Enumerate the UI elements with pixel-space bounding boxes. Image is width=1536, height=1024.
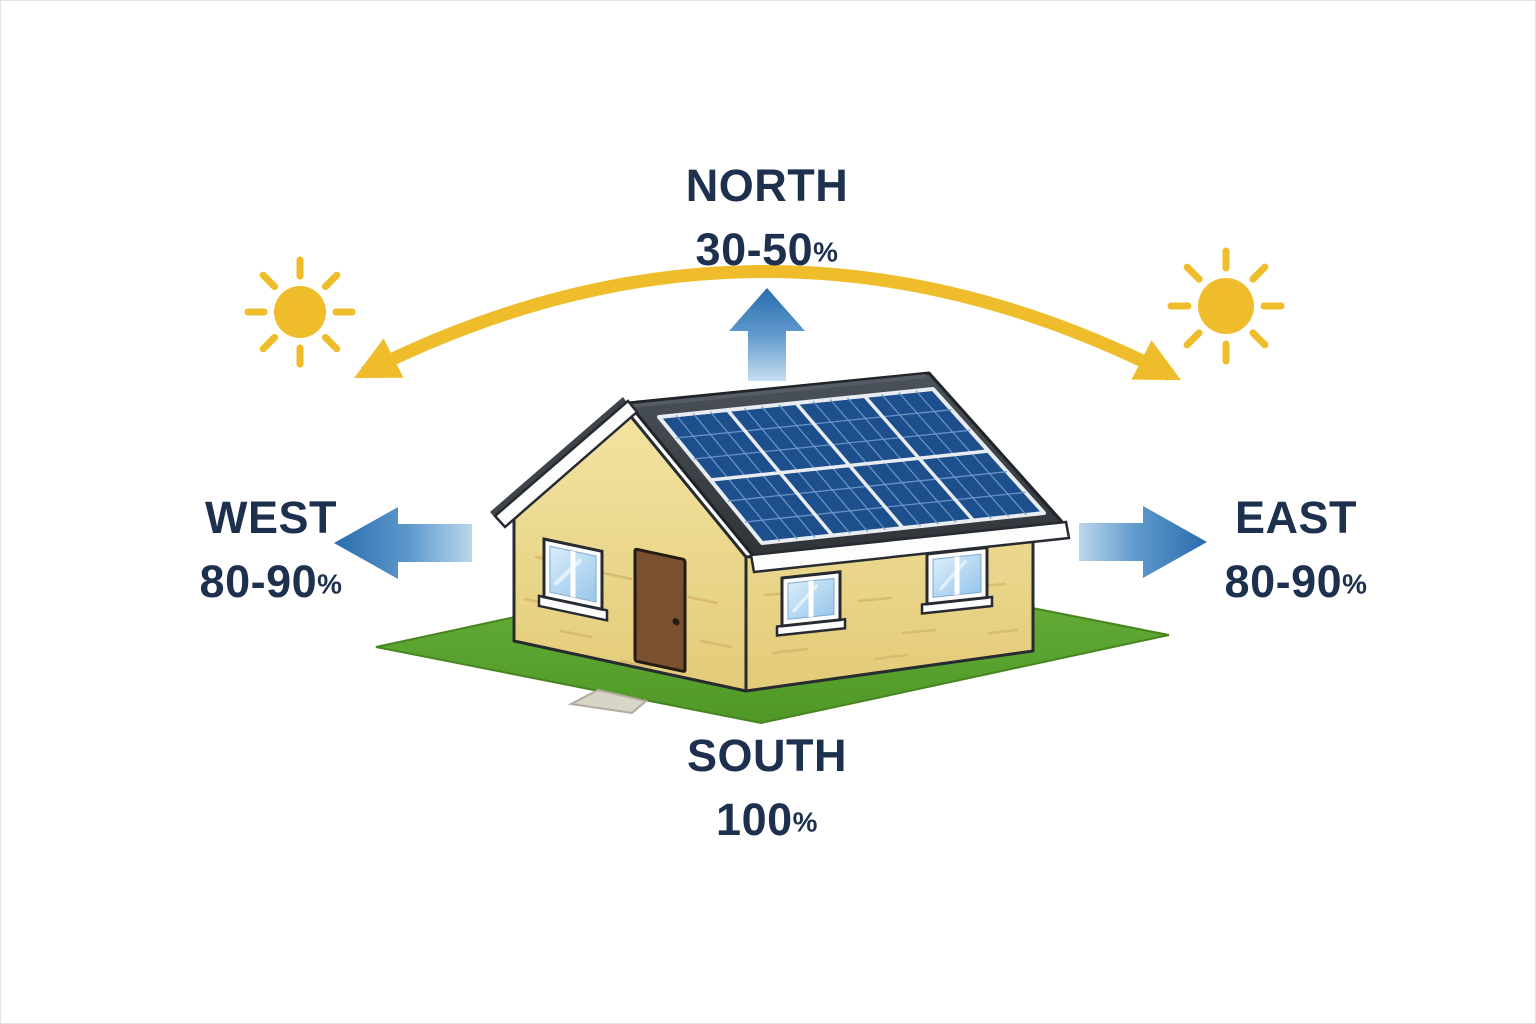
west-value-unit: % xyxy=(317,568,343,600)
brick-texture xyxy=(523,555,1019,669)
east-label-group: EAST 80-90% xyxy=(1096,495,1496,604)
east-value-number: 80-90 xyxy=(1224,556,1343,607)
gable-window xyxy=(537,537,609,622)
west-value: 80-90% xyxy=(76,559,466,604)
north-value-number: 30-50 xyxy=(695,224,814,275)
roof-ridge xyxy=(630,374,927,408)
north-value: 30-50% xyxy=(567,227,967,272)
north-value-unit: % xyxy=(813,236,839,268)
east-arrow-icon xyxy=(1079,506,1207,578)
west-label: WEST xyxy=(205,492,337,543)
south-label-group: SOUTH 100% xyxy=(567,733,967,842)
east-label: EAST xyxy=(1234,492,1357,543)
roof-trim xyxy=(490,397,1071,574)
south-label: SOUTH xyxy=(687,730,847,781)
east-value-unit: % xyxy=(1342,568,1368,600)
east-value: 80-90% xyxy=(1096,559,1496,604)
front-window-2 xyxy=(920,545,994,615)
south-value-unit: % xyxy=(792,806,818,838)
west-value-number: 80-90 xyxy=(199,556,318,607)
sun-icon-right xyxy=(1167,247,1285,365)
sun-icon-left xyxy=(244,256,356,368)
south-value: 100% xyxy=(567,797,967,842)
west-label-group: WEST 80-90% xyxy=(76,495,466,604)
sun-path-arrow-icon xyxy=(354,265,1181,381)
front-door xyxy=(633,547,687,673)
door-path xyxy=(567,688,649,715)
south-value-number: 100 xyxy=(716,794,793,845)
front-window-1 xyxy=(775,570,847,637)
north-label-group: NORTH 30-50% xyxy=(567,163,967,272)
west-arrow-icon xyxy=(334,507,472,579)
north-label: NORTH xyxy=(685,160,849,211)
north-arrow-icon xyxy=(729,288,805,381)
solar-panel-array xyxy=(657,387,1046,545)
